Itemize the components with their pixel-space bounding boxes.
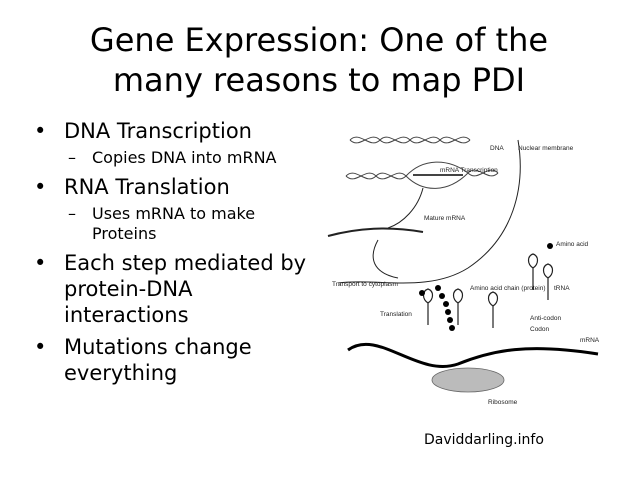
transport-arrow [372,239,399,279]
label-transport: Transport to cytoplasm [332,281,398,288]
label-amino-acid: Amino acid [556,241,589,248]
bullet-list: DNA Transcription –Copies DNA into mRNA … [34,112,314,386]
amino-acid-chain [419,243,553,331]
label-anti-codon: Anti-codon [530,315,561,322]
trna-molecules [422,253,554,328]
image-credit: Daviddarling.info [424,432,544,448]
ribosome-shape [431,367,505,393]
bullet-dna-transcription: DNA Transcription [34,118,314,144]
arrow-to-mature-mrna [387,187,424,229]
label-dna: DNA [490,145,504,152]
nuclear-membrane-line [337,139,521,284]
gene-expression-diagram: DNA Nuclear membrane mRNA Transcription … [327,136,600,406]
label-ribosome: Ribosome [488,399,518,406]
bullet-mutations: Mutations change everything [34,334,314,386]
sub-bullet-dash: – [68,204,76,223]
dna-helix [349,136,471,144]
sub-bullet-text: Copies DNA into mRNA [92,148,277,167]
label-amino-acid-chain: Amino acid chain (protein) [470,285,546,292]
label-nuclear-membrane: Nuclear membrane [518,145,574,152]
label-translation: Translation [380,311,412,318]
sub-bullet-uses-mrna: –Uses mRNA to make Proteins [34,204,314,244]
label-mature-mrna: Mature mRNA [424,215,466,222]
bullet-rna-translation: RNA Translation [34,174,314,200]
label-mrna: mRNA [580,337,600,344]
sub-bullet-copies-dna: –Copies DNA into mRNA [34,148,314,168]
mrna-strand [347,342,599,368]
mature-mrna-strand [327,227,424,237]
dna-transcription-bubble [345,161,499,189]
sub-bullet-dash: – [68,148,76,167]
label-trna: tRNA [554,285,570,292]
label-mrna-transcription: mRNA Transcription [440,167,498,174]
bullet-each-step: Each step mediated by protein-DNA intera… [34,250,314,328]
sub-bullet-text: Uses mRNA to make Proteins [92,204,256,243]
slide-title: Gene Expression: One of the many reasons… [89,21,549,99]
label-codon: Codon [530,326,550,333]
